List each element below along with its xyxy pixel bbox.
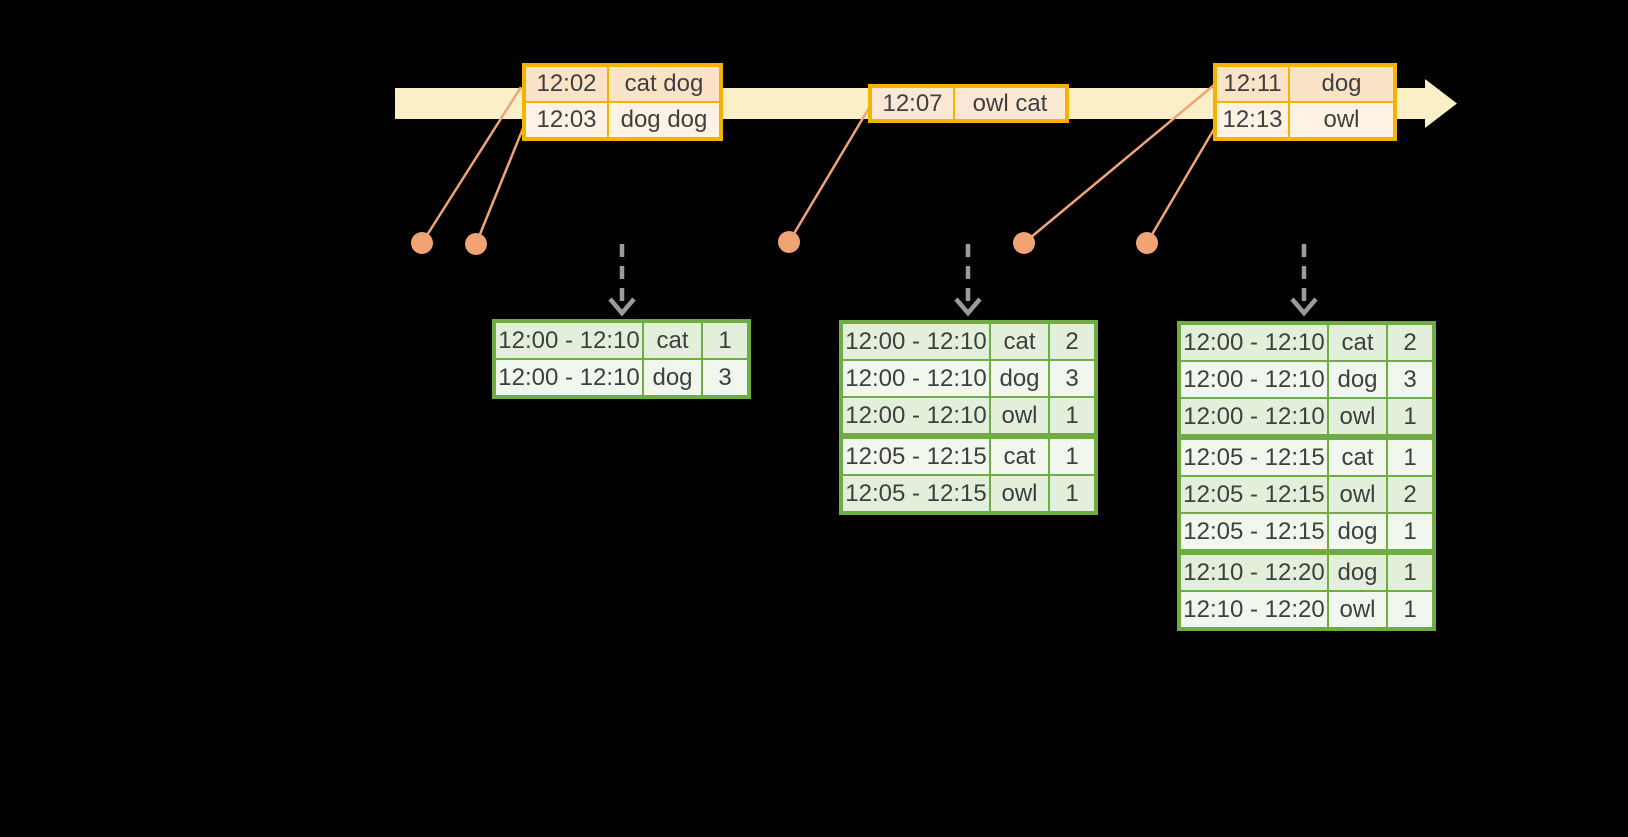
table-cell: owl	[1329, 399, 1386, 434]
table-cell: 12:11	[1217, 67, 1288, 101]
table-cell: 2	[1388, 477, 1432, 512]
table-cell: 12:13	[1217, 103, 1288, 137]
table-cell: owl	[991, 476, 1048, 511]
table-cell: 1	[1050, 476, 1094, 511]
table-cell: owl	[1329, 477, 1386, 512]
event-connector-line	[1023, 84, 1215, 244]
table-cell: 12:00 - 12:10	[1181, 325, 1327, 360]
table-cell: 2	[1050, 324, 1094, 359]
table-cell: cat	[991, 324, 1048, 359]
table-cell: 12:00 - 12:10	[496, 323, 642, 358]
table-cell: 12:05 - 12:15	[1181, 477, 1327, 512]
table-cell: dog	[1329, 555, 1386, 590]
table-cell: dog	[644, 360, 701, 395]
trigger-arrow-icon	[608, 244, 636, 317]
table-cell: 1	[1050, 439, 1094, 474]
table-cell: 12:00 - 12:10	[843, 398, 989, 433]
table-cell: 12:05 - 12:15	[843, 476, 989, 511]
table-cell: cat dog	[609, 67, 719, 101]
event-dot-icon	[465, 233, 487, 255]
table-cell: owl cat	[955, 88, 1065, 119]
event-connector-line	[420, 86, 523, 244]
table-cell: owl	[991, 398, 1048, 433]
table-cell: dog	[1290, 67, 1393, 101]
event-dot-icon	[778, 231, 800, 253]
table-cell: owl	[1290, 103, 1393, 137]
table-cell: 12:00 - 12:10	[843, 324, 989, 359]
table-cell: 12:02	[526, 67, 607, 101]
table-cell: dog	[1329, 362, 1386, 397]
table-cell: 1	[1388, 555, 1432, 590]
table-cell: 1	[1388, 399, 1432, 434]
table-cell: cat	[1329, 325, 1386, 360]
table-cell: dog dog	[609, 103, 719, 137]
table-cell: owl	[1329, 592, 1386, 627]
table-cell: 12:05 - 12:15	[1181, 440, 1327, 475]
table-cell: 12:00 - 12:10	[1181, 399, 1327, 434]
table-cell: 1	[703, 323, 747, 358]
event-dot-icon	[411, 232, 433, 254]
table-cell: 2	[1388, 325, 1432, 360]
trigger-arrow-icon	[954, 244, 982, 317]
table-cell: dog	[1329, 514, 1386, 549]
table-cell: 12:00 - 12:10	[1181, 362, 1327, 397]
table-cell: 12:07	[872, 88, 953, 119]
table-cell: 12:10 - 12:20	[1181, 592, 1327, 627]
event-connector-line	[474, 125, 526, 245]
event-dot-icon	[1136, 232, 1158, 254]
table-cell: cat	[644, 323, 701, 358]
table-cell: 1	[1388, 592, 1432, 627]
timeline-arrowhead-icon	[1425, 79, 1457, 128]
table-cell: 3	[1050, 361, 1094, 396]
event-connector-line	[1145, 123, 1219, 244]
table-cell: 1	[1388, 514, 1432, 549]
table-cell: 1	[1388, 440, 1432, 475]
table-cell: 12:05 - 12:15	[843, 439, 989, 474]
table-cell: 3	[703, 360, 747, 395]
table-cell: 12:00 - 12:10	[843, 361, 989, 396]
event-connector-line	[787, 107, 871, 243]
table-cell: 12:03	[526, 103, 607, 137]
table-cell: cat	[991, 439, 1048, 474]
table-cell: dog	[991, 361, 1048, 396]
table-cell: 12:10 - 12:20	[1181, 555, 1327, 590]
event-dot-icon	[1013, 232, 1035, 254]
table-cell: 12:00 - 12:10	[496, 360, 642, 395]
table-cell: 3	[1388, 362, 1432, 397]
trigger-arrow-icon	[1290, 244, 1318, 317]
table-cell: cat	[1329, 440, 1386, 475]
table-cell: 12:05 - 12:15	[1181, 514, 1327, 549]
table-cell: 1	[1050, 398, 1094, 433]
